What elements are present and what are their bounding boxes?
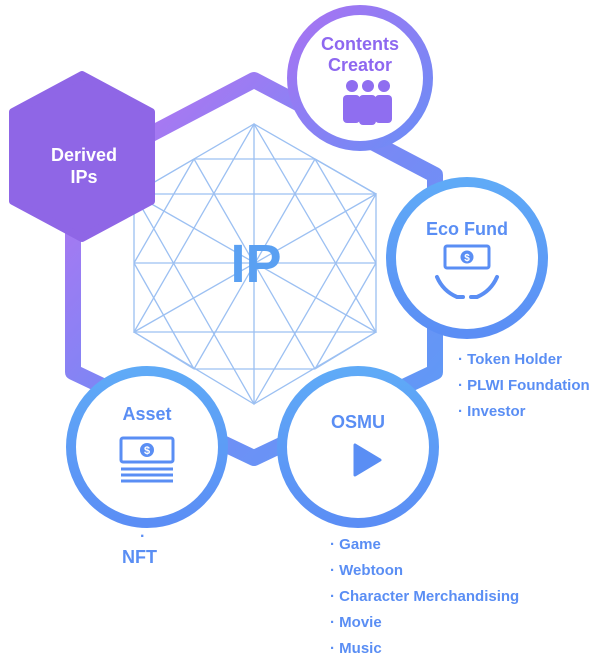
osmu-label: OSMU [331,412,385,432]
osmu-bullet-item: Character Merchandising [330,584,519,610]
ip-geometric-mesh [132,122,378,406]
svg-text:$: $ [144,445,150,457]
eco-fund-bullet-item: Token Holder [458,347,590,373]
people-group-icon [343,80,392,125]
eco-fund-bullet-item: PLWI Foundation [458,373,589,399]
eco-fund-bullet-list: Token Holder PLWI Foundation Investor [458,347,590,425]
derived-ips-label: Derived IPs [32,144,136,188]
contents-creator-label: Contents Creator [300,34,420,76]
osmu-bullet-item: Game [330,532,519,558]
ip-center-label: IP [230,234,281,294]
asset-label: Asset [122,404,172,424]
osmu-bullet-list: Game Webtoon Character Merchandising Mov… [330,532,519,662]
eco-fund-bullet-item: Investor [458,399,590,425]
derived-ips-text: Derived IPs [50,145,118,187]
play-icon [353,443,382,477]
asset-bullet-item: NFT [122,547,157,567]
osmu-bullet-item: Webtoon [330,558,519,584]
osmu-bullet-item: Movie [330,610,519,636]
derived-ips-hexagon [9,71,155,242]
osmu-bullet-item: Music [330,636,519,662]
money-stack-icon: $ [119,436,175,483]
asset-bullet-dot: · [140,528,146,545]
contents-creator-text: Contents Creator [321,34,399,75]
hands-money-icon: $ [435,244,499,299]
eco-fund-label: Eco Fund [426,219,508,239]
svg-text:$: $ [464,253,470,264]
contents-creator-node [287,5,433,151]
